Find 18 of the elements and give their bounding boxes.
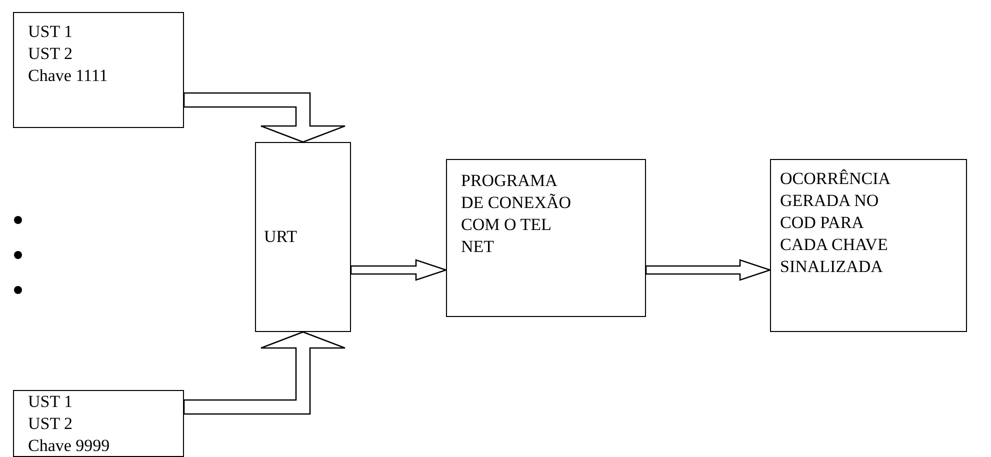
node-text: UST 1: [28, 21, 73, 43]
process-box: [13, 12, 184, 128]
node-text: URT: [264, 226, 297, 248]
node-text: UST 1: [28, 391, 73, 413]
block-arrow: [645, 259, 772, 281]
node-text: UST 2: [28, 413, 73, 435]
node-text: Chave 9999: [28, 435, 110, 457]
node-text: UST 2: [28, 43, 73, 65]
process-box: [770, 159, 967, 332]
node-text: OCORRÊNCIA GERADA NO COD PARA CADA CHAVE SINALIZADA: [780, 168, 892, 278]
block-arrow: [183, 331, 346, 415]
node-text: PROGRAMA DE CONEXÃO COM O TEL NET: [461, 170, 572, 258]
node-text: Chave 1111: [28, 65, 108, 87]
process-box: [446, 159, 646, 317]
block-arrow: [350, 259, 448, 281]
block-arrow: [183, 92, 346, 143]
process-box: [255, 142, 351, 332]
process-box: [13, 390, 184, 457]
